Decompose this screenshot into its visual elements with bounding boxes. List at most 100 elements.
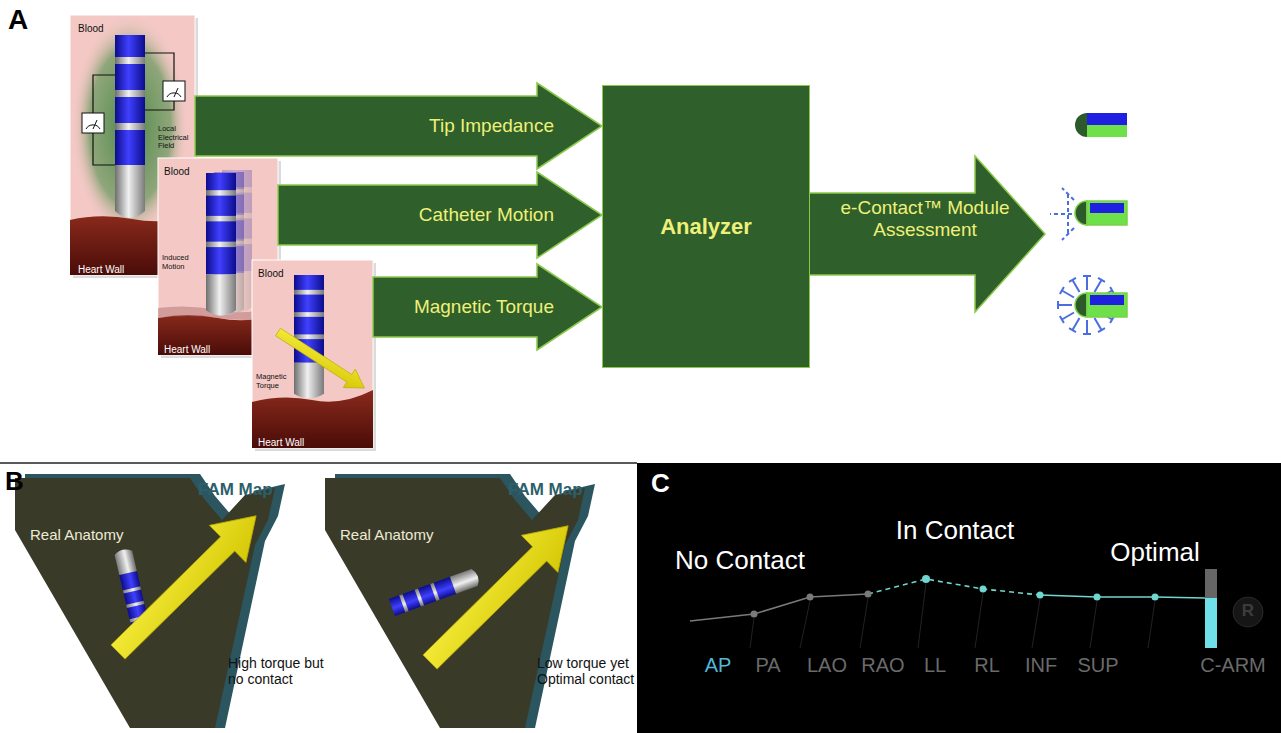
impedance-card-part-part xyxy=(93,133,115,165)
card-text: Heart Wall xyxy=(78,264,124,276)
contact-chart-part xyxy=(637,463,1281,733)
label-holder: PA xyxy=(755,654,780,677)
map-label: FAM Map xyxy=(198,480,273,500)
contact-icons-part xyxy=(1090,203,1124,213)
torque-card-part xyxy=(294,275,324,399)
panel-letter: C xyxy=(651,469,670,499)
card-text: Induced Motion xyxy=(162,254,202,271)
label-holder: RAO xyxy=(861,654,904,677)
button-letter: R xyxy=(1242,601,1254,621)
map-label: FAM Map xyxy=(508,480,583,500)
contact-chart-part xyxy=(1094,594,1101,601)
panel-letter: A xyxy=(8,4,28,36)
card-text: Magnetic Torque xyxy=(256,373,292,390)
contact-icons-part xyxy=(1069,278,1083,294)
card-text: Blood xyxy=(258,268,284,280)
label-holder: Low torque yet Optimal contact xyxy=(537,655,635,688)
label-holder: C xyxy=(651,469,670,499)
output-arrow xyxy=(808,156,1045,312)
arrow-label: e-Contact™ Module Assessment xyxy=(815,197,1035,241)
contact-chart-part-part xyxy=(1032,599,1040,648)
contact-chart-part-part xyxy=(1090,601,1097,648)
contact-chart-part xyxy=(922,575,930,583)
label-holder: B xyxy=(5,467,24,497)
contact-icons-part xyxy=(1060,287,1076,301)
contact-icons-part-part xyxy=(1062,228,1074,240)
label-holder: SUP xyxy=(1077,654,1118,677)
arrow-label-holder: Catheter Motion xyxy=(419,204,554,226)
contact-chart-part xyxy=(980,586,987,593)
label-holder: RL xyxy=(974,654,1000,677)
contact-icons-part xyxy=(1058,301,1072,309)
contact-icons-part xyxy=(1091,316,1105,332)
card-text: Blood xyxy=(78,23,104,35)
card-text: Blood xyxy=(164,166,190,178)
contact-chart-part xyxy=(751,611,758,618)
arrow-label: Tip Impedance xyxy=(429,115,554,137)
view-label: LAO xyxy=(807,654,847,677)
contact-chart-part xyxy=(690,594,868,621)
text-holder: Blood xyxy=(164,161,190,179)
label-holder: LL xyxy=(924,654,946,677)
card-text: Heart Wall xyxy=(164,344,210,356)
contact-chart-part-part xyxy=(800,601,810,648)
anatomy-right xyxy=(325,474,595,728)
label-holder: R xyxy=(1242,601,1254,621)
contact-icons-part-part xyxy=(1062,188,1074,200)
label-holder: In Contact xyxy=(896,516,1015,546)
state-label: Optimal xyxy=(1110,538,1200,568)
contact-icons-part xyxy=(1075,293,1087,317)
view-label: AP xyxy=(705,654,732,677)
text-holder: Real Anatomy xyxy=(340,526,433,544)
contact-chart xyxy=(637,463,1281,733)
contact-chart-part xyxy=(1205,598,1217,648)
contact-chart-part xyxy=(1233,597,1263,627)
contact-chart-part xyxy=(1037,592,1044,599)
contact-chart-part-part xyxy=(750,618,754,648)
text-holder: Induced Motion xyxy=(162,254,202,273)
impedance-card-part xyxy=(82,113,104,133)
text-holder: Heart Wall xyxy=(164,339,210,357)
anatomy-region: Real Anatomy xyxy=(15,478,275,728)
label-holder: AP xyxy=(705,654,732,677)
label-holder: e-Contact™ Module Assessment xyxy=(815,197,1035,241)
contact-icons-part xyxy=(1083,320,1091,334)
anatomy-right-part xyxy=(412,507,587,680)
state-label: No Contact xyxy=(675,546,805,576)
card-text: Real Anatomy xyxy=(340,526,433,543)
contact-icons-part xyxy=(1087,113,1127,125)
view-label: PA xyxy=(755,654,780,677)
text-holder: Blood xyxy=(78,18,104,36)
contact-icons-part-part xyxy=(1050,213,1072,215)
motion-card-part xyxy=(206,173,236,316)
contact-icons-part xyxy=(1083,276,1091,290)
text-holder: Heart Wall xyxy=(258,432,304,450)
impedance-card-part-part xyxy=(145,53,174,81)
contact-chart-part xyxy=(865,591,872,598)
torque-card: BloodMagnetic TorqueHeart Wall xyxy=(252,260,373,448)
label-holder: INF xyxy=(1025,654,1057,677)
contact-icons-part xyxy=(1069,316,1083,332)
anatomy-right-part xyxy=(325,478,585,728)
view-label: RL xyxy=(974,654,1000,677)
contact-icons-part xyxy=(1090,295,1124,305)
arrow-label: Catheter Motion xyxy=(419,204,554,226)
impedance-card-part xyxy=(163,81,185,101)
contact-chart-part xyxy=(1152,594,1159,601)
anatomy-right-part xyxy=(389,568,481,616)
arrow-label-holder: Magnetic Torque xyxy=(414,296,554,318)
impedance-card-part xyxy=(167,88,181,97)
text-holder: Local Electrical Field xyxy=(158,125,196,153)
flow-arrow xyxy=(195,83,602,169)
anatomy-region: Real Anatomy xyxy=(325,478,585,728)
anatomy-left xyxy=(15,474,285,728)
anatomy-left-part xyxy=(15,478,275,728)
torque-card xyxy=(252,260,376,451)
panel-letter: B xyxy=(5,467,24,497)
impedance-card-part-part xyxy=(93,75,115,113)
box-title: Analyzer xyxy=(660,214,752,240)
flow-arrow xyxy=(278,172,602,258)
text-holder: Magnetic Torque xyxy=(256,373,292,392)
